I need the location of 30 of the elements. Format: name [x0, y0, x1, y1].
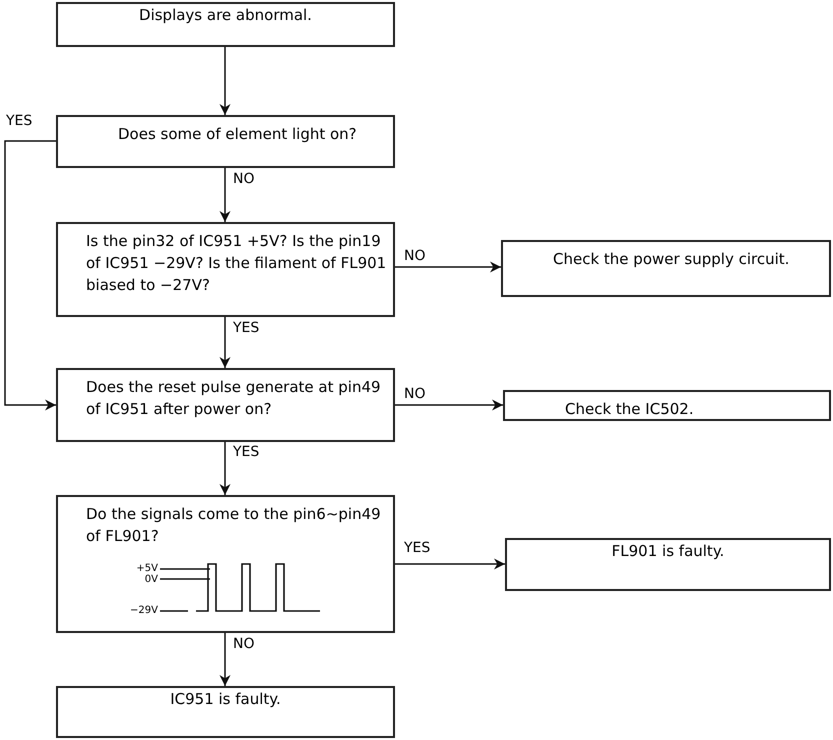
arrow: [220, 47, 230, 115]
arrow: [4, 140, 56, 410]
box-text: Check the IC502.: [565, 399, 695, 420]
arrow: [395, 400, 503, 410]
box-text: Displays are abnormal.: [139, 5, 312, 26]
process-box: [503, 390, 831, 421]
arrow: [395, 262, 501, 272]
process-box: [501, 240, 831, 297]
process-box: [56, 2, 395, 47]
process-box: [56, 222, 395, 317]
box-text: FL901 is faulty.: [612, 541, 724, 562]
process-box: [505, 538, 831, 591]
voltage-label: 0V: [144, 574, 158, 585]
arrow: [220, 317, 230, 368]
process-box: [56, 686, 395, 738]
arrow: [220, 442, 230, 495]
box-text: Does the reset pulse generate at pin49 of IC951 after power on?: [86, 377, 382, 420]
box-text: Check the power supply circuit.: [553, 249, 790, 270]
box-text: Do the signals come to the pin6~pin49 of FL901?: [86, 504, 382, 547]
process-box: [56, 495, 395, 633]
box-text: Does some of element light on?: [118, 124, 358, 145]
voltage-label: −29V: [130, 605, 158, 616]
process-box: [56, 368, 395, 442]
arrow: [220, 633, 230, 686]
box-text: Is the pin32 of IC951 +5V? Is the pin19 of IC951 −29V? Is the filament of FL901 biased to −27V?: [86, 231, 388, 296]
arrow: [395, 558, 505, 570]
arrow: [220, 168, 230, 222]
process-box: [56, 115, 395, 168]
voltage-label: +5V: [136, 563, 158, 574]
box-text: IC951 is faulty.: [170, 689, 281, 710]
